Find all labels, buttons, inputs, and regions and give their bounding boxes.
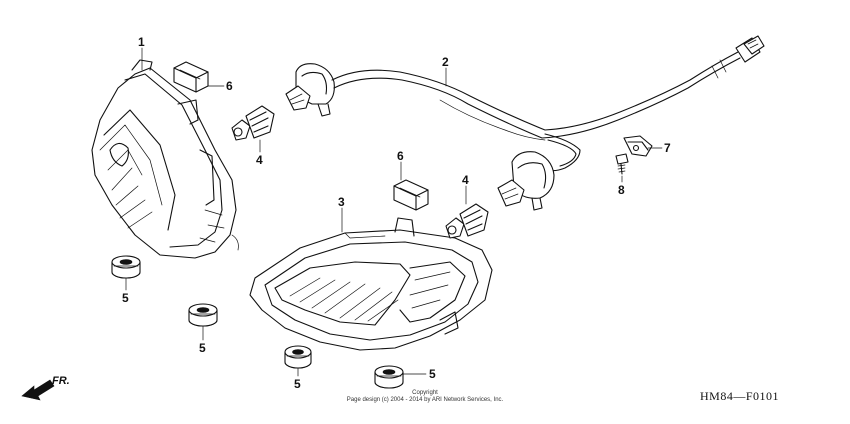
- part-6-rubber-block-upper[interactable]: [173, 61, 209, 93]
- part-6-rubber-block-lower[interactable]: [393, 179, 429, 211]
- callout-8: 8: [618, 183, 625, 197]
- part-3-headlight-housing[interactable]: [249, 217, 493, 351]
- callout-5a: 5: [122, 291, 129, 305]
- callout-4b: 4: [462, 173, 469, 187]
- part-1-headlight-housing[interactable]: [91, 59, 239, 259]
- callout-5b: 5: [199, 341, 206, 355]
- part-5-grommet-a[interactable]: [111, 255, 141, 279]
- front-arrow-icon: [21, 379, 55, 401]
- part-4-bulb-upper[interactable]: [231, 105, 275, 141]
- copyright-line-2: Page design (c) 2004 - 2014 by ARI Netwo…: [347, 397, 504, 403]
- part-5-grommet-c[interactable]: [284, 345, 312, 369]
- copyright-line-1: Copyright: [412, 390, 438, 396]
- callout-4a: 4: [256, 153, 263, 167]
- part-8-screw[interactable]: [615, 153, 629, 175]
- callout-labels: 1 2 3 4 4 5 5 5 5 6 6 7 8: [122, 35, 671, 391]
- diagram-code: HM84—F0101: [700, 389, 779, 403]
- front-label: FR.: [52, 375, 70, 387]
- part-5-grommet-b[interactable]: [188, 303, 218, 327]
- part-2-wiring-harness[interactable]: [285, 35, 765, 211]
- callout-7: 7: [664, 141, 671, 155]
- callout-2: 2: [442, 55, 449, 69]
- callout-5c: 5: [294, 377, 301, 391]
- callout-5d: 5: [429, 367, 436, 381]
- callout-1: 1: [138, 35, 145, 49]
- part-5-grommet-d[interactable]: [374, 365, 404, 389]
- callout-3: 3: [338, 195, 345, 209]
- callout-6a: 6: [226, 79, 233, 93]
- part-7-clamp[interactable]: [623, 135, 653, 157]
- callout-6b: 6: [397, 149, 404, 163]
- front-direction-indicator: FR.: [21, 375, 70, 401]
- part-4-bulb-lower[interactable]: [445, 203, 489, 239]
- leader-lines: [125, 47, 663, 377]
